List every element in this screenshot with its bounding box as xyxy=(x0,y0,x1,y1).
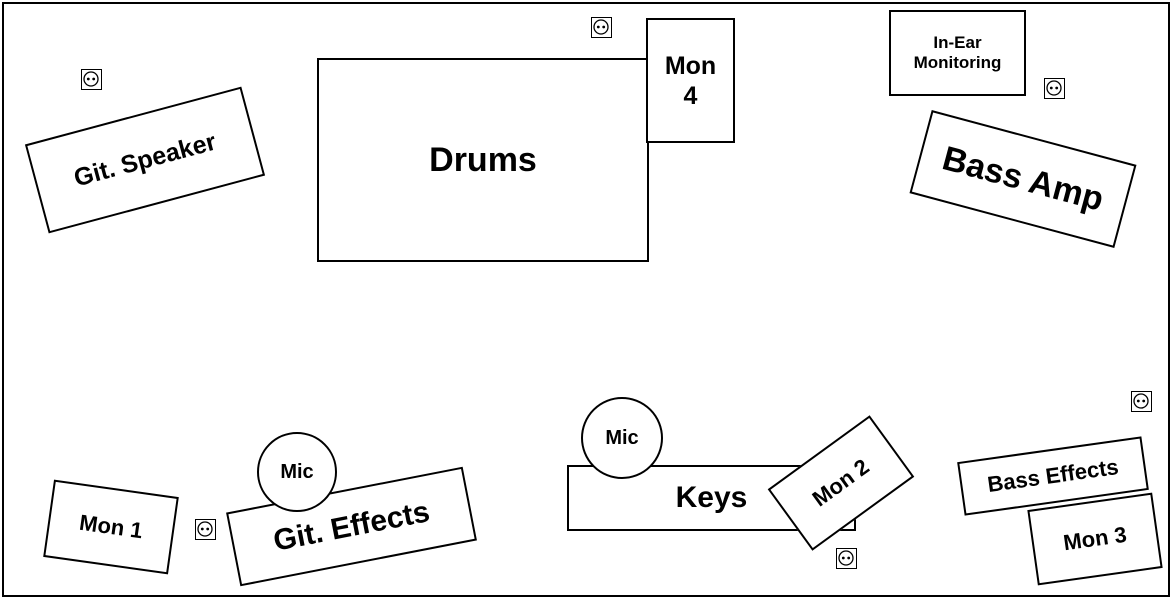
keys-mic: Mic xyxy=(581,397,663,479)
keys-label: Keys xyxy=(675,481,748,514)
mon3-box: Mon 3 xyxy=(1027,492,1163,586)
guitar-speaker-box: Git. Speaker xyxy=(24,86,266,234)
in-ear-label-line1: In-Ear xyxy=(933,33,982,52)
drums-box: Drums xyxy=(317,58,649,262)
guitar-mic: Mic xyxy=(257,432,337,512)
power-outlet-icon xyxy=(591,17,612,38)
bass-amp-box: Bass Amp xyxy=(909,110,1137,248)
in-ear-monitoring-box: In-Ear Monitoring xyxy=(889,10,1026,96)
mon4-box: Mon 4 xyxy=(646,18,735,143)
mon4-label-line1: Mon xyxy=(664,51,717,80)
mon2-label: Mon 2 xyxy=(807,453,874,512)
power-outlet-icon xyxy=(836,548,857,569)
in-ear-label-line2: Monitoring xyxy=(913,53,1002,72)
mon1-label: Mon 1 xyxy=(77,509,145,544)
guitar-mic-label: Mic xyxy=(280,460,314,483)
power-outlet-icon xyxy=(1044,78,1065,99)
drums-label: Drums xyxy=(429,140,537,179)
power-outlet-icon xyxy=(81,69,102,90)
mon4-label-line2: 4 xyxy=(683,81,698,110)
bass-effects-label: Bass Effects xyxy=(985,453,1121,498)
guitar-speaker-label: Git. Speaker xyxy=(70,127,219,192)
mon3-label: Mon 3 xyxy=(1061,521,1129,556)
bass-amp-label: Bass Amp xyxy=(938,138,1108,219)
power-outlet-icon xyxy=(1131,391,1152,412)
keys-mic-label: Mic xyxy=(605,426,639,449)
power-outlet-icon xyxy=(195,519,216,540)
mon1-box: Mon 1 xyxy=(43,479,179,575)
